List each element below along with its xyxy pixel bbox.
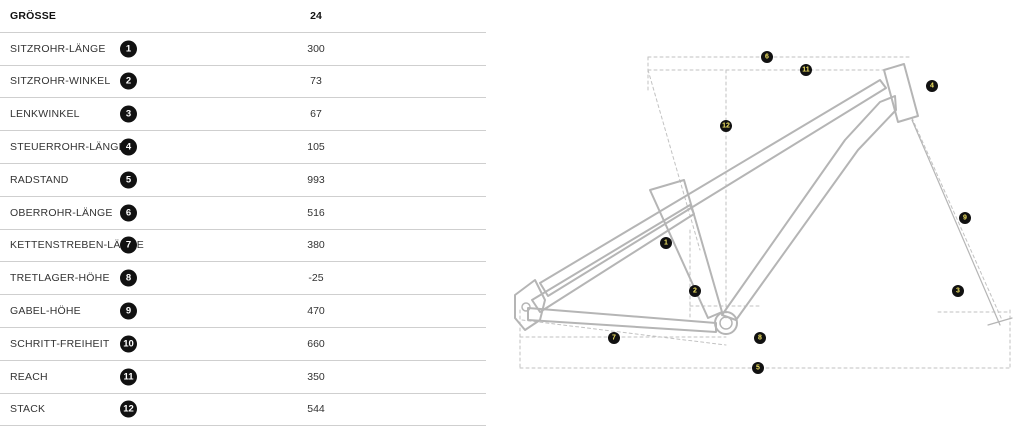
number-badge: 12 bbox=[120, 400, 137, 418]
table-row: SCHRITT-FREIHEIT 10 660 bbox=[0, 328, 486, 361]
row-label: TRETLAGER-HÖHE bbox=[10, 272, 110, 285]
marker-7: 7 bbox=[608, 332, 620, 344]
number-badge: 3 bbox=[120, 105, 137, 123]
marker-3: 3 bbox=[952, 285, 964, 297]
row-value: 300 bbox=[307, 42, 325, 55]
number-badge: 8 bbox=[120, 269, 137, 287]
geometry-table: GRÖSSE 24 SITZROHR-LÄNGE 1 300 SITZROHR-… bbox=[0, 0, 486, 427]
number-badge: 7 bbox=[120, 236, 137, 254]
dimension-lines bbox=[519, 56, 1011, 371]
number-badge: 4 bbox=[120, 138, 137, 156]
row-label: SCHRITT-FREIHEIT bbox=[10, 337, 110, 350]
svg-text:1: 1 bbox=[664, 240, 668, 247]
number-badge: 11 bbox=[120, 368, 137, 386]
row-label: REACH bbox=[10, 370, 48, 383]
row-label: KETTENSTREBEN-LÄNGE bbox=[10, 239, 144, 252]
number-badge: 2 bbox=[120, 72, 137, 90]
row-value: 660 bbox=[307, 337, 325, 350]
number-badge: 10 bbox=[120, 335, 137, 353]
svg-text:8: 8 bbox=[758, 335, 762, 342]
table-row: LENKWINKEL 3 67 bbox=[0, 98, 486, 132]
row-label: STEUERROHR-LÄNGE bbox=[10, 141, 126, 154]
row-label: LENKWINKEL bbox=[10, 108, 80, 121]
number-badge: 9 bbox=[120, 302, 137, 320]
marker-12: 12 bbox=[720, 120, 732, 132]
svg-text:12: 12 bbox=[722, 123, 730, 130]
table-row: TRETLAGER-HÖHE 8 -25 bbox=[0, 262, 486, 296]
row-label: RADSTAND bbox=[10, 173, 69, 186]
table-row: SITZROHR-LÄNGE 1 300 bbox=[0, 33, 486, 66]
marker-6: 6 bbox=[761, 51, 773, 63]
table-row: STEUERROHR-LÄNGE 4 105 bbox=[0, 131, 486, 164]
svg-text:9: 9 bbox=[963, 215, 967, 222]
table-header-row: GRÖSSE 24 bbox=[0, 0, 486, 33]
number-badge: 1 bbox=[120, 40, 137, 58]
svg-text:3: 3 bbox=[956, 288, 960, 295]
row-value: 544 bbox=[307, 403, 325, 416]
number-badge: 6 bbox=[120, 204, 137, 222]
number-badge: 5 bbox=[120, 171, 137, 189]
row-value: -25 bbox=[308, 272, 324, 285]
svg-text:7: 7 bbox=[612, 335, 616, 342]
row-label: SITZROHR-WINKEL bbox=[10, 75, 111, 88]
row-value: 105 bbox=[307, 141, 325, 154]
row-label: GABEL-HÖHE bbox=[10, 305, 81, 318]
table-row: REACH 11 350 bbox=[0, 361, 486, 394]
row-value: 993 bbox=[307, 173, 325, 186]
svg-text:11: 11 bbox=[802, 67, 810, 74]
size-header-label: GRÖSSE bbox=[10, 9, 57, 22]
table-row: RADSTAND 5 993 bbox=[0, 164, 486, 197]
row-value: 73 bbox=[310, 75, 322, 88]
row-value: 67 bbox=[310, 108, 322, 121]
table-row: KETTENSTREBEN-LÄNGE 7 380 bbox=[0, 230, 486, 263]
table-row: STACK 12 544 bbox=[0, 394, 486, 427]
svg-text:2: 2 bbox=[693, 288, 697, 295]
table-row: GABEL-HÖHE 9 470 bbox=[0, 295, 486, 328]
row-value: 350 bbox=[307, 370, 325, 383]
row-value: 516 bbox=[307, 206, 325, 219]
svg-text:6: 6 bbox=[765, 54, 769, 61]
svg-text:4: 4 bbox=[930, 83, 934, 90]
table-row: SITZROHR-WINKEL 2 73 bbox=[0, 66, 486, 99]
row-label: OBERROHR-LÄNGE bbox=[10, 206, 113, 219]
marker-11: 11 bbox=[800, 64, 812, 76]
marker-4: 4 bbox=[926, 80, 938, 92]
svg-text:5: 5 bbox=[756, 365, 760, 372]
row-value: 380 bbox=[307, 239, 325, 252]
marker-9: 9 bbox=[959, 212, 971, 224]
row-label: STACK bbox=[10, 403, 46, 416]
marker-5: 5 bbox=[752, 362, 764, 374]
row-value: 470 bbox=[307, 305, 325, 318]
marker-1: 1 bbox=[660, 237, 672, 249]
row-label: SITZROHR-LÄNGE bbox=[10, 42, 106, 55]
bike-frame bbox=[514, 63, 1013, 335]
marker-2: 2 bbox=[689, 285, 701, 297]
table-row: OBERROHR-LÄNGE 6 516 bbox=[0, 197, 486, 230]
frame-geometry-diagram: 6 11 4 12 1 9 2 3 bbox=[514, 51, 1013, 374]
size-header-value: 24 bbox=[310, 9, 322, 22]
marker-8: 8 bbox=[754, 332, 766, 344]
